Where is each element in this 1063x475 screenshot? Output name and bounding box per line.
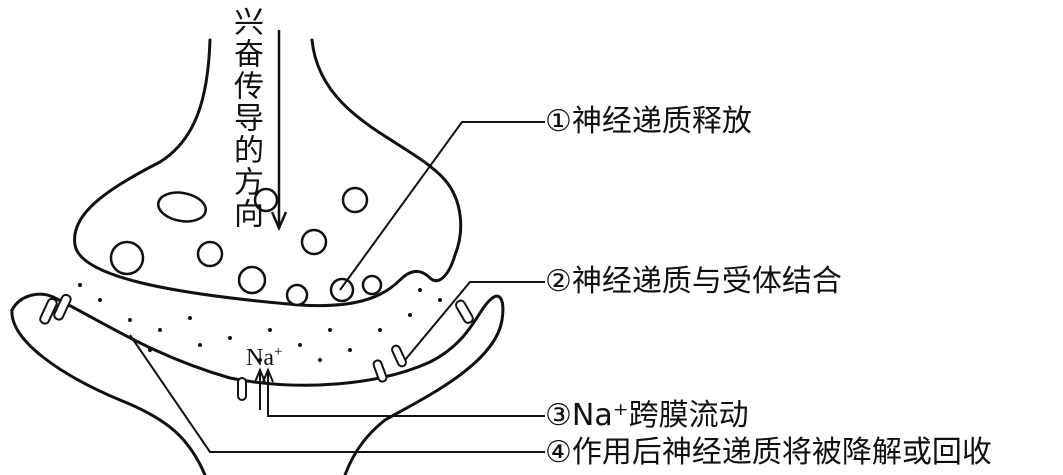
vesicle xyxy=(341,186,369,214)
label-degradation-recycling: ④作用后神经递质将被降解或回收 xyxy=(545,435,992,470)
label-neurotransmitter-release: ①神经递质释放 xyxy=(545,104,752,139)
vesicle xyxy=(300,228,328,256)
presynaptic-membrane xyxy=(73,38,463,308)
vesicle xyxy=(196,240,224,268)
vesicle xyxy=(237,265,267,295)
receptor xyxy=(372,359,388,383)
direction-label: 兴奋传导的方向 xyxy=(228,6,263,230)
postsynaptic-inner xyxy=(10,308,207,475)
leader-2 xyxy=(404,281,545,361)
label-receptor-binding: ②神经递质与受体结合 xyxy=(545,264,842,299)
leader-1 xyxy=(339,121,545,291)
vesicle xyxy=(329,277,355,303)
vesicle xyxy=(285,283,309,307)
label-sodium-flow: ③Na⁺跨膜流动 xyxy=(545,398,749,433)
postsynaptic-membrane xyxy=(10,292,505,475)
vesicle xyxy=(253,187,279,213)
vesicle xyxy=(361,274,383,296)
sodium-ion-label: Na+ xyxy=(246,344,283,371)
leader-4 xyxy=(129,334,545,453)
receptor xyxy=(53,293,72,321)
mitochondrion xyxy=(156,191,208,223)
receptor xyxy=(39,297,58,325)
leader-3 xyxy=(267,400,545,417)
vesicle xyxy=(109,240,145,276)
receptor xyxy=(391,344,407,368)
receptor xyxy=(237,377,247,401)
receptor xyxy=(455,299,474,324)
